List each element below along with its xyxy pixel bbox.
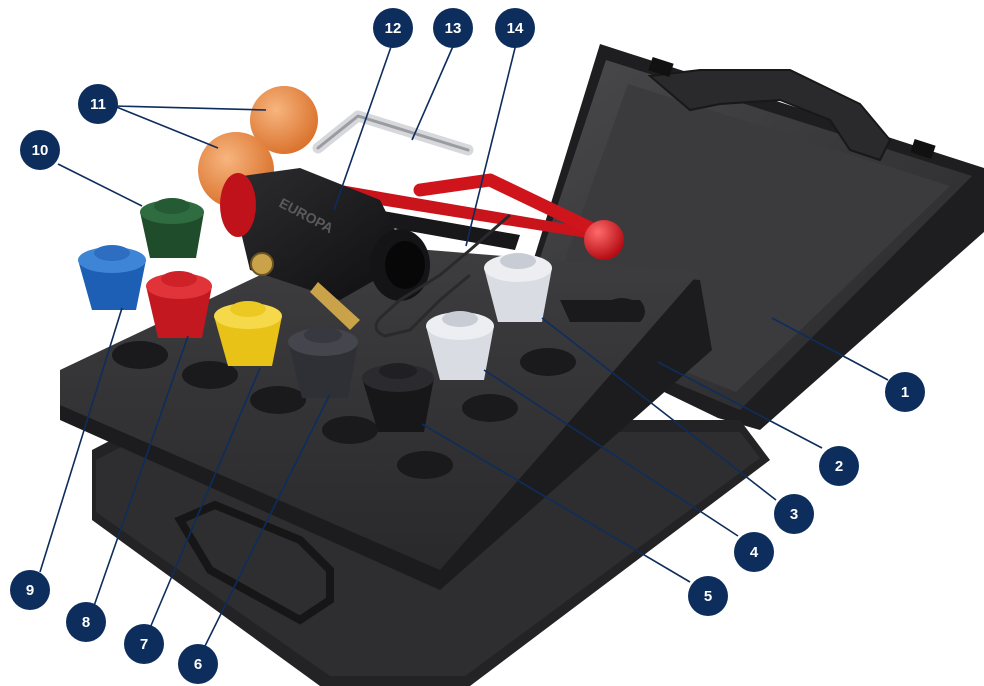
leader-3 [541,317,777,501]
callout-13: 13 [433,8,473,48]
leader-9 [39,307,123,573]
plug-darkgrey [288,327,358,398]
leader-4 [483,369,739,537]
callout-11: 11 [78,84,118,124]
callout-9-label: 9 [26,582,34,599]
ball-valve: EUROPA [220,168,624,330]
callout-7-label: 7 [140,636,148,653]
plug-white-1 [426,311,494,380]
leader-lines [39,43,889,649]
callout-3-label: 3 [790,506,798,523]
callout-12: 12 [373,8,413,48]
leader-5 [421,423,691,583]
leader-6 [203,393,331,649]
foam-ball-upper [250,86,318,154]
plug-red [146,271,212,338]
callout-8: 8 [66,602,106,642]
callout-13-label: 13 [445,20,462,37]
callout-1: 1 [885,372,925,412]
plug-yellow [214,301,282,366]
leader-11a [113,105,267,111]
leader-7 [149,367,261,629]
plug-black [362,363,434,432]
callout-2-label: 2 [835,458,843,475]
callout-3: 3 [774,494,814,534]
callout-11-label: 11 [90,96,106,113]
leader-11b [113,105,219,149]
leader-1 [771,317,889,381]
callout-14: 14 [495,8,535,48]
leader-13 [411,43,455,141]
callout-6-label: 6 [194,656,202,673]
callout-5-label: 5 [704,588,712,605]
plug-green [140,198,204,258]
callout-14-label: 14 [507,20,524,37]
callout-8-label: 8 [82,614,90,631]
callout-2: 2 [819,446,859,486]
callout-10: 10 [20,130,60,170]
leader-8 [93,335,189,607]
callout-7: 7 [124,624,164,664]
callout-4: 4 [734,532,774,572]
callout-4-label: 4 [750,544,759,561]
callout-5: 5 [688,576,728,616]
callout-6: 6 [178,644,218,684]
plug-blue [78,245,146,310]
callout-12-label: 12 [385,20,402,37]
retaining-cord [374,213,511,338]
leader-14 [465,43,517,247]
leader-2 [657,361,823,449]
leader-10 [57,163,143,207]
callout-9: 9 [10,570,50,610]
hex-key [312,110,474,156]
plug-set [78,198,552,432]
callouts: 1 2 3 4 5 6 7 8 9 10 11 12 13 14 [10,8,925,684]
leader-12 [333,43,393,211]
plug-white-2 [484,253,552,322]
callout-1-label: 1 [901,384,909,401]
callout-10-label: 10 [32,142,49,159]
